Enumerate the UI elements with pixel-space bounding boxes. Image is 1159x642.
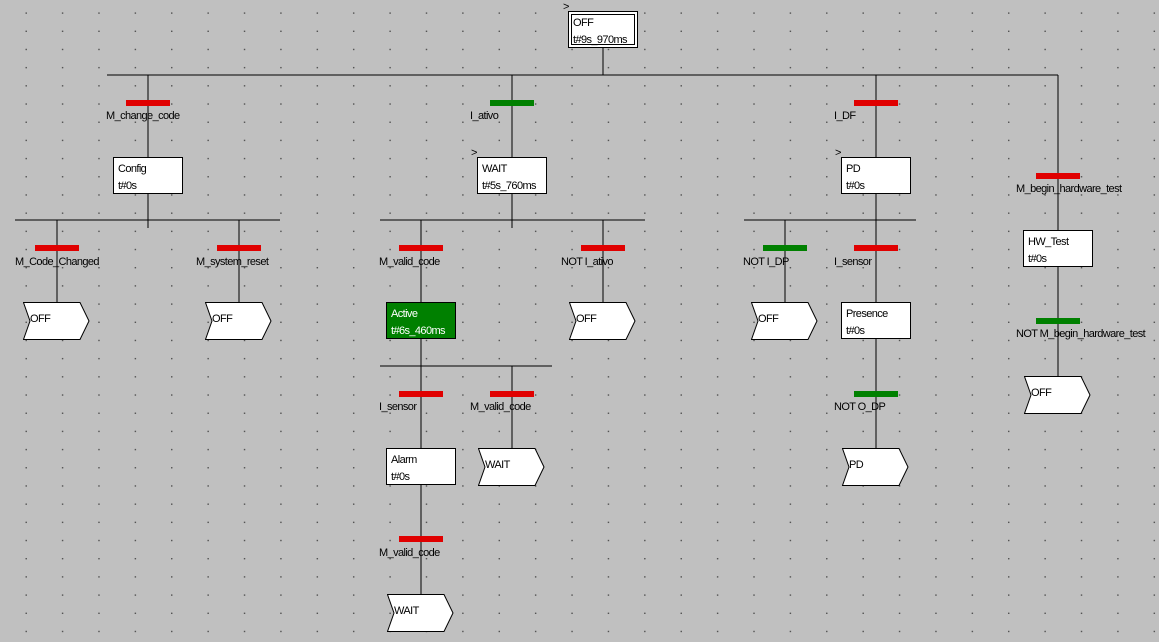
jump-target-label: OFF <box>576 313 597 325</box>
jump-arrow-icon <box>205 302 272 340</box>
step-alarm[interactable]: Alarm t#0s <box>386 448 456 485</box>
step-pd[interactable]: PD t#0s <box>841 157 911 194</box>
step-config-name: Config <box>118 163 147 175</box>
transition-label-m-system-reset: M_system_reset <box>196 256 269 268</box>
transition-bar-not-i-ativo[interactable] <box>581 245 625 251</box>
step-alarm-time: t#0s <box>391 471 410 483</box>
jump-to-wait[interactable]: WAIT <box>387 594 454 632</box>
step-off-name: OFF <box>573 17 594 29</box>
step-hw-test-time: t#0s <box>1028 253 1047 265</box>
jump-target-label: OFF <box>758 313 779 325</box>
transition-bar-m-change-code[interactable] <box>126 100 170 106</box>
jump-to-off[interactable]: OFF <box>569 302 636 340</box>
transition-label-i-df: I_DF <box>834 110 856 122</box>
jump-arrow-icon <box>387 594 454 632</box>
step-config[interactable]: Config t#0s <box>113 157 183 194</box>
jump-to-off[interactable]: OFF <box>205 302 272 340</box>
transition-bar-not-i-dp[interactable] <box>763 245 807 251</box>
transition-label-not-m-begin-hardware-test: NOT M_begin_hardware_test <box>1016 328 1146 340</box>
transition-bar-m-system-reset[interactable] <box>217 245 261 251</box>
step-hw-test-name: HW_Test <box>1028 236 1069 248</box>
step-off-time: t#9s_970ms <box>573 34 628 46</box>
transition-bar-not-o-dp[interactable] <box>854 391 898 397</box>
jump-target-label: OFF <box>212 313 233 325</box>
jump-target-label: WAIT <box>394 605 419 617</box>
transition-bar-m-code-changed[interactable] <box>35 245 79 251</box>
transition-label-m-change-code: M_change_code <box>106 110 180 122</box>
transition-label-m-code-changed: M_Code_Changed <box>15 256 100 268</box>
jump-arrow-icon <box>842 448 909 486</box>
transition-label-m-valid-code-3: M_valid_code <box>379 547 440 559</box>
jump-target-label: WAIT <box>485 459 510 471</box>
transition-bar-i-ativo[interactable] <box>490 100 534 106</box>
transition-bar-i-sensor-1[interactable] <box>854 245 898 251</box>
transition-bar-m-valid-code-1[interactable] <box>399 245 443 251</box>
jump-arrow-icon <box>478 448 545 486</box>
jump-to-off[interactable]: OFF <box>1024 376 1091 414</box>
step-active-time: t#6s_460ms <box>391 325 446 337</box>
transition-bar-m-valid-code-3[interactable] <box>399 536 443 542</box>
entry-marker-pd: > <box>835 147 842 159</box>
step-pd-time: t#0s <box>846 180 865 192</box>
transition-bar-i-df[interactable] <box>854 100 898 106</box>
step-active-name: Active <box>391 308 418 320</box>
step-wait-time: t#5s_760ms <box>482 180 537 192</box>
transition-bar-m-begin-hardware-test[interactable] <box>1036 173 1080 179</box>
transition-label-i-sensor-2: I_sensor <box>379 401 417 413</box>
step-wait[interactable]: WAIT t#5s_760ms <box>477 157 547 194</box>
jump-target-label: PD <box>849 459 864 471</box>
transition-label-not-i-ativo: NOT I_ativo <box>561 256 613 268</box>
transition-label-i-ativo: I_ativo <box>470 110 499 122</box>
jump-arrow-icon <box>23 302 90 340</box>
step-presence-name: Presence <box>846 308 888 320</box>
transition-bar-i-sensor-2[interactable] <box>399 391 443 397</box>
step-active[interactable]: Active t#6s_460ms <box>386 302 456 339</box>
transition-label-m-begin-hardware-test: M_begin_hardware_test <box>1016 183 1122 195</box>
transition-label-m-valid-code-2: M_valid_code <box>470 401 531 413</box>
step-pd-name: PD <box>846 163 861 175</box>
entry-marker-off: > <box>563 1 570 13</box>
jump-to-pd[interactable]: PD <box>842 448 909 486</box>
step-presence[interactable]: Presence t#0s <box>841 302 911 339</box>
jump-to-wait[interactable]: WAIT <box>478 448 545 486</box>
step-off[interactable]: OFF t#9s_970ms <box>568 11 638 48</box>
transition-label-not-o-dp: NOT O_DP <box>834 401 886 413</box>
entry-marker-wait: > <box>471 147 478 159</box>
step-wait-name: WAIT <box>482 163 507 175</box>
transition-label-i-sensor-1: I_sensor <box>834 256 872 268</box>
transition-label-m-valid-code-1: M_valid_code <box>379 256 440 268</box>
jump-arrow-icon <box>751 302 818 340</box>
jump-arrow-icon <box>569 302 636 340</box>
jump-arrow-icon <box>1024 376 1091 414</box>
transition-bar-not-m-begin-hardware-test[interactable] <box>1036 318 1080 324</box>
jump-target-label: OFF <box>1031 387 1052 399</box>
step-alarm-name: Alarm <box>391 454 417 466</box>
jump-target-label: OFF <box>30 313 51 325</box>
transition-bar-m-valid-code-2[interactable] <box>490 391 534 397</box>
step-hw-test[interactable]: HW_Test t#0s <box>1023 230 1093 267</box>
transition-label-not-i-dp: NOT I_DP <box>743 256 789 268</box>
jump-to-off[interactable]: OFF <box>751 302 818 340</box>
step-config-time: t#0s <box>118 180 137 192</box>
jump-to-off[interactable]: OFF <box>23 302 90 340</box>
step-presence-time: t#0s <box>846 325 865 337</box>
